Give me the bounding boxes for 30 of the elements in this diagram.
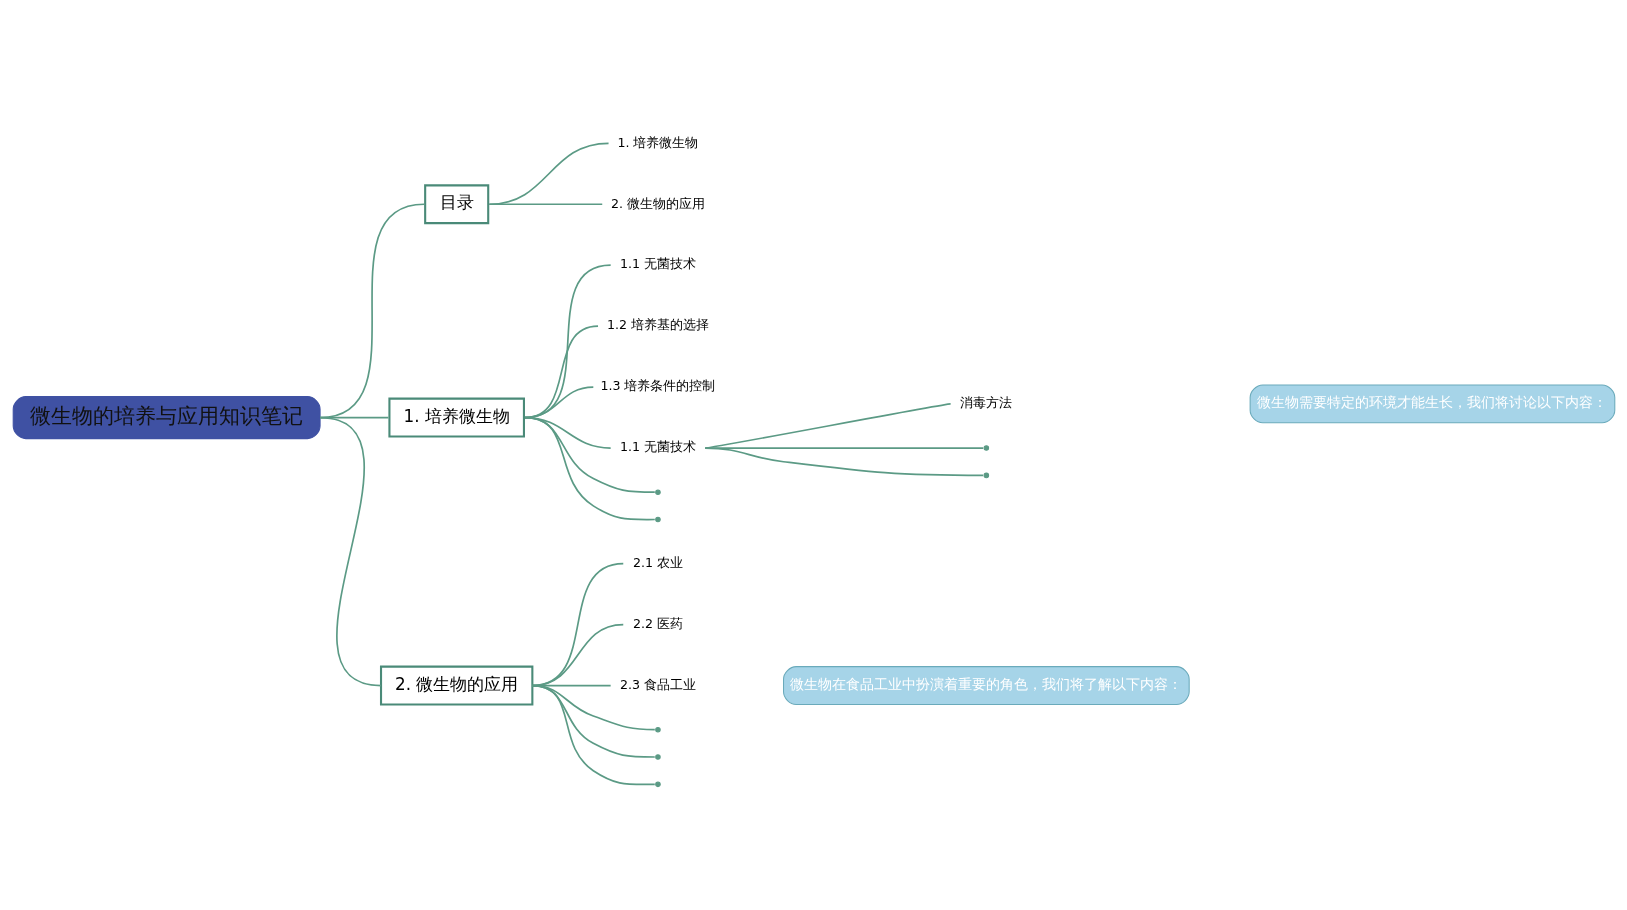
node-point (654, 753, 661, 760)
node-box: 微生物在食品工业中扮演着重要的角色，我们将了解以下内容： (782, 665, 1190, 705)
connector (703, 446, 984, 476)
node-point (654, 488, 661, 495)
node-point (654, 726, 661, 732)
connector (523, 416, 656, 493)
node-text: 消毒方法 (959, 394, 1012, 410)
node-box: 1. 培养微生物 (387, 397, 525, 438)
connector (487, 141, 609, 205)
node-text: 1. 培养微生物 (616, 134, 698, 150)
node-text: 2. 微生物的应用 (610, 195, 705, 211)
node-point (654, 781, 661, 787)
node-box: 微生物的培养与应用知识笔记 (12, 395, 321, 439)
node-text: 1.1 无菌技术 (619, 255, 696, 271)
node-box: 目录 (423, 183, 489, 224)
node-point (654, 516, 661, 522)
node-box: 微生物需要特定的环境才能生长，我们将讨论以下内容： (1249, 383, 1615, 423)
node-text: 1.1 无菌技术 (619, 438, 696, 454)
node-text: 2.2 医药 (632, 615, 683, 631)
node-text: 2.3 食品工业 (619, 676, 696, 692)
node-text: 1.2 培养基的选择 (606, 316, 709, 332)
connector (531, 684, 656, 785)
node-point (983, 444, 989, 451)
node-text: 2.1 农业 (632, 554, 683, 570)
connector (487, 202, 603, 205)
node-box: 2. 微生物的应用 (379, 665, 533, 706)
connector (523, 416, 656, 520)
node-point (983, 472, 989, 478)
connector (318, 416, 382, 686)
node-text: 1.3 培养条件的控制 (599, 377, 715, 393)
